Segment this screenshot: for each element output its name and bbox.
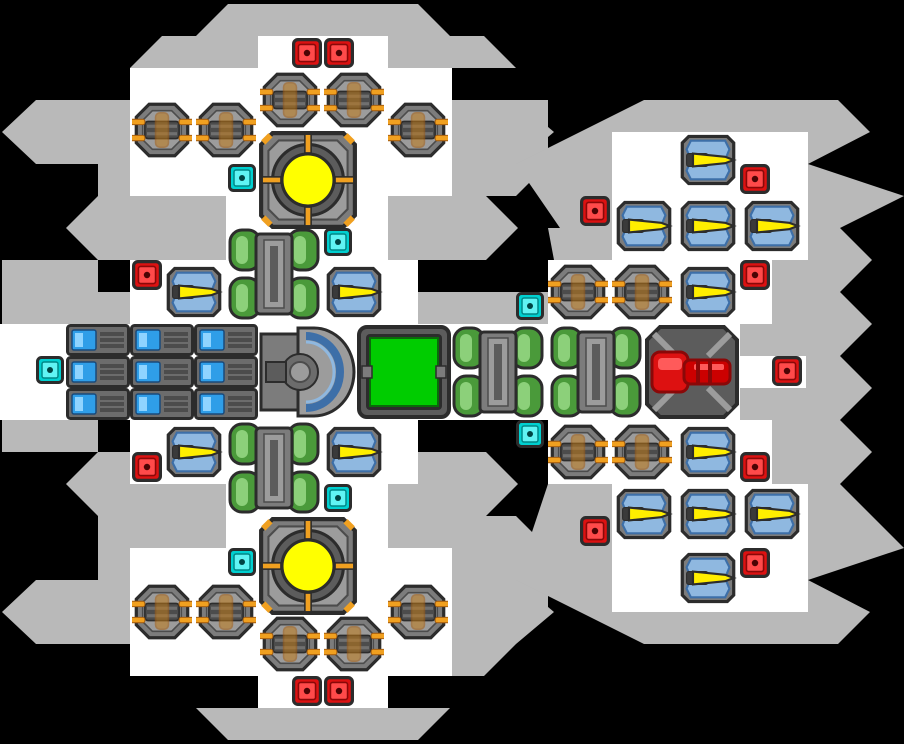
gold-autocannon-icon[interactable] xyxy=(386,584,450,640)
floor-bottom-stack xyxy=(258,676,388,708)
red-armor-node-icon[interactable] xyxy=(580,516,610,546)
yellow-laser-icon[interactable] xyxy=(616,488,672,540)
gold-autocannon-icon[interactable] xyxy=(610,264,674,320)
red-armor-node-icon[interactable] xyxy=(132,452,162,482)
cyan-shield-node-icon[interactable] xyxy=(324,484,352,512)
gold-autocannon-icon[interactable] xyxy=(258,616,322,672)
blue-battery-icon[interactable] xyxy=(194,388,258,420)
gold-autocannon-icon[interactable] xyxy=(194,102,258,158)
yellow-laser-icon[interactable] xyxy=(680,552,736,604)
red-armor-node-icon[interactable] xyxy=(772,356,802,386)
gold-autocannon-icon[interactable] xyxy=(546,424,610,480)
blue-battery-icon[interactable] xyxy=(194,324,258,356)
cyan-shield-node-icon[interactable] xyxy=(228,164,256,192)
gold-autocannon-icon[interactable] xyxy=(194,584,258,640)
gold-autocannon-icon[interactable] xyxy=(130,584,194,640)
red-cannon-icon[interactable] xyxy=(647,327,737,417)
cyan-shield-node-icon[interactable] xyxy=(228,548,256,576)
yellow-laser-icon[interactable] xyxy=(326,266,382,318)
blue-battery-icon[interactable] xyxy=(130,324,194,356)
yellow-laser-icon[interactable] xyxy=(680,200,736,252)
cyan-shield-node-icon[interactable] xyxy=(516,292,544,320)
gold-autocannon-icon[interactable] xyxy=(130,102,194,158)
yellow-laser-icon[interactable] xyxy=(744,488,800,540)
yellow-laser-icon[interactable] xyxy=(680,426,736,478)
gold-autocannon-icon[interactable] xyxy=(258,72,322,128)
yellow-laser-icon[interactable] xyxy=(744,200,800,252)
yellow-laser-icon[interactable] xyxy=(166,426,222,478)
yellow-laser-icon[interactable] xyxy=(680,488,736,540)
hull-bottom-spike xyxy=(196,708,450,740)
yellow-laser-icon[interactable] xyxy=(166,266,222,318)
yellow-reactor-icon[interactable] xyxy=(261,519,355,613)
yellow-reactor-icon[interactable] xyxy=(261,133,355,227)
gold-autocannon-icon[interactable] xyxy=(610,424,674,480)
red-armor-node-icon[interactable] xyxy=(292,676,322,706)
gold-autocannon-icon[interactable] xyxy=(322,616,386,672)
yellow-laser-icon[interactable] xyxy=(616,200,672,252)
cyan-shield-node-icon[interactable] xyxy=(516,420,544,448)
blue-battery-icon[interactable] xyxy=(130,356,194,388)
hull-top-spike xyxy=(196,4,450,36)
gold-autocannon-icon[interactable] xyxy=(322,72,386,128)
green-core-icon[interactable] xyxy=(357,325,451,419)
red-armor-node-icon[interactable] xyxy=(292,38,322,68)
red-armor-node-icon[interactable] xyxy=(132,260,162,290)
yellow-laser-icon[interactable] xyxy=(680,266,736,318)
floor-top-stack xyxy=(258,36,388,68)
blue-battery-icon[interactable] xyxy=(66,388,130,420)
command-dome-icon[interactable] xyxy=(261,328,354,416)
red-armor-node-icon[interactable] xyxy=(324,38,354,68)
red-armor-node-icon[interactable] xyxy=(324,676,354,706)
red-armor-node-icon[interactable] xyxy=(740,164,770,194)
blue-battery-icon[interactable] xyxy=(194,356,258,388)
blue-battery-icon[interactable] xyxy=(130,388,194,420)
red-armor-node-icon[interactable] xyxy=(580,196,610,226)
red-armor-node-icon[interactable] xyxy=(740,452,770,482)
yellow-laser-icon[interactable] xyxy=(326,426,382,478)
gold-autocannon-icon[interactable] xyxy=(386,102,450,158)
red-armor-node-icon[interactable] xyxy=(740,260,770,290)
yellow-laser-icon[interactable] xyxy=(680,134,736,186)
blue-battery-icon[interactable] xyxy=(66,324,130,356)
cyan-shield-node-icon[interactable] xyxy=(36,356,64,384)
red-armor-node-icon[interactable] xyxy=(740,548,770,578)
gold-autocannon-icon[interactable] xyxy=(546,264,610,320)
blue-battery-icon[interactable] xyxy=(66,356,130,388)
cyan-shield-node-icon[interactable] xyxy=(324,228,352,256)
